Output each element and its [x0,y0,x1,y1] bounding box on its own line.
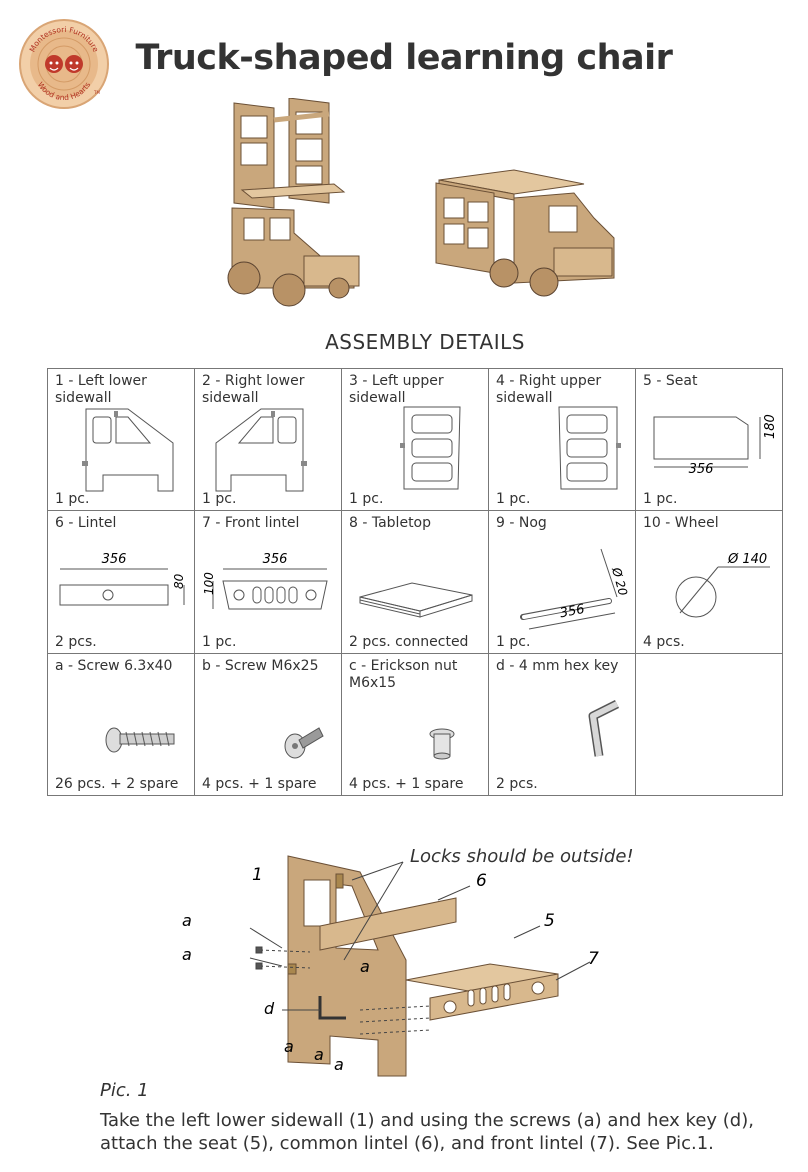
wheel-drawing: Ø 140 [675,552,770,618]
instruction-text: Take the left lower sidewall (1) and usi… [100,1110,754,1154]
part-quantity: 2 pcs. [496,776,538,792]
part-cell: 2 - Right lower sidewall 1 pc. [194,367,342,512]
front-lintel-width-dim: 356 [263,552,288,567]
page-title: Truck-shaped learning chair [135,38,673,78]
part-quantity: 2 pcs. [55,633,97,650]
table-row: 1 - Left lower sidewall 1 pc. 2 - Right … [47,367,783,512]
callout-d: d [264,999,275,1018]
section-title: ASSEMBLY DETAILS [325,330,525,354]
empty-cell [635,652,783,797]
callout-5: 5 [544,911,555,931]
part-label: 10 - Wheel [643,515,719,532]
part-label: 9 - Nog [496,515,547,532]
hex-key-icon [588,699,620,757]
lintel-width-dim: 356 [102,552,127,567]
bolt-icon [284,726,324,759]
callout-1: 1 [252,865,263,885]
part-cell: d - 4 mm hex key 2 pcs. [488,652,636,797]
left-lower-sidewall-drawing [82,408,174,492]
callout-a: a [182,911,192,930]
wheel-diameter-dim: Ø 140 [727,552,767,567]
part-cell: 3 - Left upper sidewall 1 pc. [341,367,489,512]
left-upper-sidewall-drawing [400,406,461,490]
nut-icon [429,728,455,760]
part-quantity: 1 pc. [55,491,90,508]
part-cell: a - Screw 6.3x40 26 pcs. + 2 spare [47,652,195,797]
part-label: 3 - Left upper sidewall [349,373,444,406]
product-illustration [227,98,615,307]
part-quantity: 1 pc. [496,633,531,650]
part-quantity: 1 pc. [202,491,237,508]
right-lower-sidewall-drawing [215,408,307,492]
brand-logo: Montessori Furniture Wood and Hearts TM [19,19,109,109]
front-lintel-height-dim: 100 [202,572,216,595]
tabletop-drawing [359,582,473,619]
seat-width-dim: 356 [689,462,714,477]
lintel-drawing: 356 80 [59,552,186,606]
part-cell: 1 - Left lower sidewall 1 pc. [47,367,195,512]
callout-a: a [284,1037,294,1056]
lock-note: Locks should be outside! [410,846,634,867]
assembly-diagram: Locks should be outside! 1 6 5 7 a a a d… [182,846,634,1077]
part-label: b - Screw M6x25 [202,657,319,674]
part-cell: 10 - Wheel Ø 140 4 pcs. [635,510,783,654]
part-quantity: 1 pc. [643,491,678,508]
part-label: 1 - Left lower sidewall [55,373,147,406]
part-quantity: 1 pc. [349,491,384,508]
parts-table: 1 - Left lower sidewall 1 pc. 2 - Right … [47,367,783,797]
screw-icon [105,727,175,753]
part-quantity: 4 pcs. + 1 spare [349,776,464,792]
part-quantity: 1 pc. [202,633,237,650]
part-label: a - Screw 6.3x40 [55,657,173,674]
callout-6: 6 [476,871,487,891]
nog-length-dim: 356 [559,602,586,621]
part-quantity: 26 pcs. + 2 spare [55,776,179,792]
part-cell: 6 - Lintel 356 80 2 pcs. [47,510,195,654]
part-label: 5 - Seat [643,373,698,389]
part-cell: 9 - Nog 356 Ø 20 1 pc. [488,510,636,654]
part-quantity: 4 pcs. [643,633,685,650]
part-label: c - Erickson nut M6x15 [349,657,458,691]
part-label: 2 - Right lower sidewall [202,373,305,406]
part-cell: 8 - Tabletop 2 pcs. connected [341,510,489,654]
logo-trademark: TM [93,90,100,95]
part-cell: 5 - Seat 356 180 1 pc. [635,367,783,512]
part-cell: 7 - Front lintel 356 100 1 pc. [194,510,342,654]
figure-caption: Pic. 1 [100,1080,149,1101]
callout-a: a [334,1055,344,1074]
callout-a: a [314,1045,324,1064]
right-upper-sidewall-drawing [558,406,621,490]
part-quantity: 1 pc. [496,491,531,508]
lintel-height-dim: 80 [172,574,186,590]
part-cell: 4 - Right upper sidewall 1 pc. [488,367,636,512]
callout-a: a [182,945,192,964]
part-label: 6 - Lintel [55,515,117,532]
table-row: 6 - Lintel 356 80 2 pcs. 7 - Front linte… [47,510,783,654]
callout-7: 7 [588,949,599,969]
tower-chair-drawing [227,98,360,307]
callout-a: a [360,957,370,976]
front-lintel-drawing: 356 100 [202,552,328,610]
seat-height-dim: 180 [763,414,778,439]
part-cell: c - Erickson nut M6x15 4 pcs. + 1 spare [341,652,489,797]
table-row: a - Screw 6.3x40 26 pcs. + 2 spare b - S… [47,652,783,797]
part-label: 7 - Front lintel [202,515,300,532]
part-label: 4 - Right upper sidewall [496,373,602,406]
part-quantity: 2 pcs. connected [349,633,469,650]
table-chair-drawing [435,169,615,297]
part-quantity: 4 pcs. + 1 spare [202,776,317,792]
part-label: 8 - Tabletop [349,515,432,532]
seat-drawing: 356 180 [653,414,778,477]
part-cell: b - Screw M6x25 4 pcs. + 1 spare [194,652,342,797]
part-label: d - 4 mm hex key [496,657,619,674]
nog-drawing: 356 Ø 20 [520,549,630,630]
